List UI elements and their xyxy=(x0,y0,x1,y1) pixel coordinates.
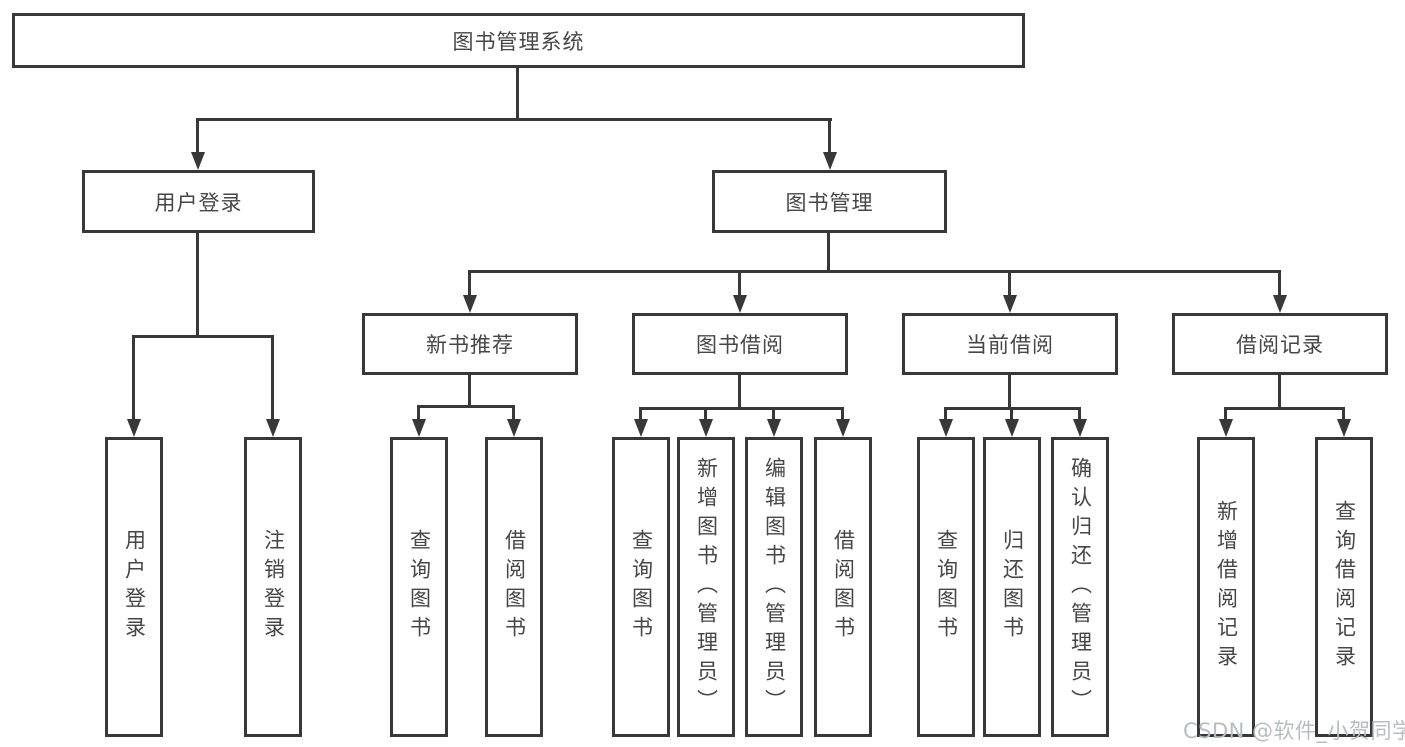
watermark: CSDN @软件_小贺同学 xyxy=(1183,719,1405,743)
arrowhead-down-icon xyxy=(767,419,781,437)
arrowhead-down-icon xyxy=(191,152,205,170)
leaf-node-user-login: 用户登录 xyxy=(105,437,163,737)
connector-line xyxy=(1278,270,1281,295)
connector-line xyxy=(1010,407,1013,419)
leaf-node-logout: 注销登录 xyxy=(244,437,302,737)
arrowhead-down-icon xyxy=(1073,419,1087,437)
connector-line xyxy=(132,335,135,419)
node-borrow-record: 借阅记录 xyxy=(1172,313,1388,375)
leaf-node-query-book-3: 查询图书 xyxy=(917,437,975,737)
node-book-management: 图书管理 xyxy=(712,170,947,233)
arrowhead-down-icon xyxy=(127,419,141,437)
node-book-borrow: 图书借阅 xyxy=(632,313,848,375)
connector-line xyxy=(1278,375,1281,407)
connector-line xyxy=(196,118,832,121)
connector-line xyxy=(196,118,199,152)
connector-line xyxy=(417,405,420,419)
arrowhead-down-icon xyxy=(1219,419,1233,437)
connector-line xyxy=(1008,270,1011,295)
connector-line xyxy=(738,270,741,295)
connector-line xyxy=(1224,407,1227,419)
node-new-book-recommend: 新书推荐 xyxy=(362,313,578,375)
arrowhead-down-icon xyxy=(1005,419,1019,437)
leaf-node-query-borrow-record: 查询借阅记录 xyxy=(1315,437,1373,737)
connector-line xyxy=(1224,407,1345,410)
arrowhead-down-icon xyxy=(634,419,648,437)
connector-line xyxy=(639,407,642,419)
connector-line xyxy=(639,407,844,410)
leaf-node-borrow-book-1: 借阅图书 xyxy=(485,437,543,737)
connector-line xyxy=(468,270,1281,273)
node-current-borrow: 当前借阅 xyxy=(902,313,1118,375)
arrowhead-down-icon xyxy=(463,295,477,313)
arrowhead-down-icon xyxy=(266,419,280,437)
leaf-node-query-book-1: 查询图书 xyxy=(390,437,448,737)
arrowhead-down-icon xyxy=(412,419,426,437)
arrowhead-down-icon xyxy=(836,419,850,437)
arrowhead-down-icon xyxy=(699,419,713,437)
node-user-login: 用户登录 xyxy=(82,170,315,233)
connector-line xyxy=(468,270,471,295)
arrowhead-down-icon xyxy=(1337,419,1351,437)
node-root: 图书管理系统 xyxy=(12,13,1025,68)
connector-line xyxy=(271,335,274,419)
arrowhead-down-icon xyxy=(939,419,953,437)
arrowhead-down-icon xyxy=(1003,295,1017,313)
leaf-node-return-book: 归还图书 xyxy=(983,437,1041,737)
connector-line xyxy=(1342,407,1345,419)
connector-line xyxy=(1078,407,1081,419)
connector-line xyxy=(512,405,515,419)
connector-line xyxy=(468,375,471,405)
arrowhead-down-icon xyxy=(733,295,747,313)
connector-line xyxy=(841,407,844,419)
connector-line xyxy=(738,375,741,407)
leaf-node-query-book-2: 查询图书 xyxy=(612,437,670,737)
connector-line xyxy=(516,68,519,118)
leaf-node-borrow-book-2: 借阅图书 xyxy=(814,437,872,737)
leaf-node-edit-book-admin: 编辑图书（管理员） xyxy=(745,437,803,737)
arrowhead-down-icon xyxy=(1273,295,1287,313)
leaf-node-confirm-return-admin: 确认归还（管理员） xyxy=(1051,437,1109,737)
connector-line xyxy=(704,407,707,419)
connector-line xyxy=(196,233,199,335)
connector-line xyxy=(132,335,274,338)
connector-line xyxy=(944,407,947,419)
leaf-node-add-borrow-record: 新增借阅记录 xyxy=(1197,437,1255,737)
connector-line xyxy=(827,233,830,270)
arrowhead-down-icon xyxy=(507,419,521,437)
connector-line xyxy=(1008,375,1011,407)
connector-line xyxy=(417,405,515,408)
leaf-node-add-book-admin: 新增图书（管理员） xyxy=(677,437,735,737)
arrowhead-down-icon xyxy=(823,152,837,170)
connector-line xyxy=(828,118,831,152)
connector-line xyxy=(772,407,775,419)
